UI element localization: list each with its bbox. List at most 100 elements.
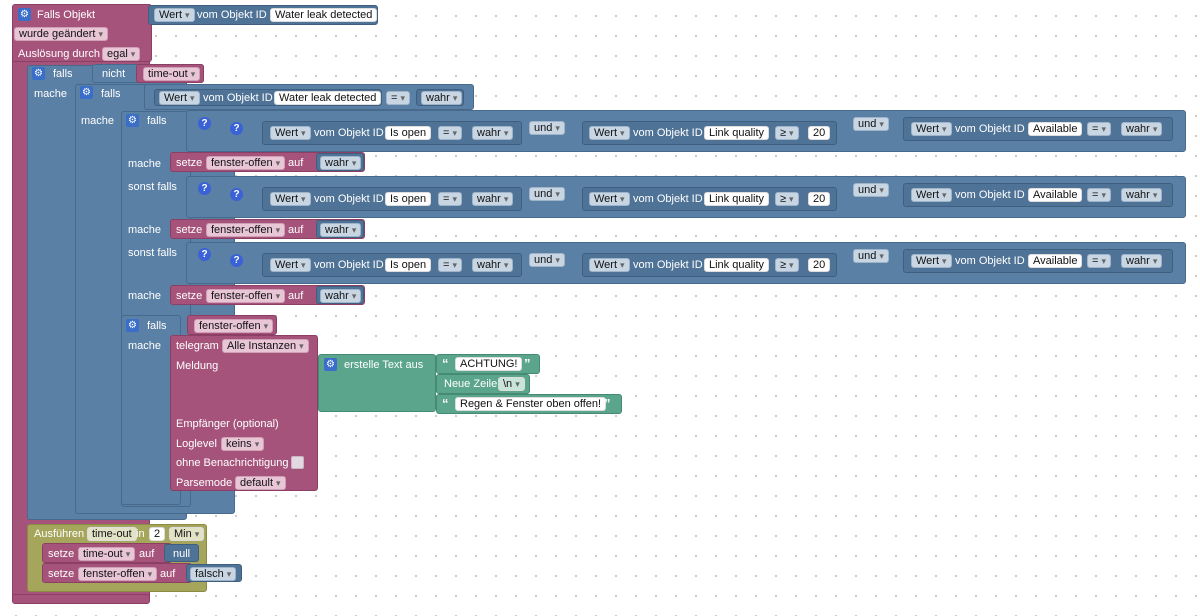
gear-icon[interactable]: ⚙ xyxy=(18,8,31,21)
wahr-dropdown[interactable]: wahr xyxy=(1121,122,1163,136)
wert-dropdown[interactable]: Wert xyxy=(270,192,311,206)
ausloesung-label: Auslösung durch xyxy=(18,48,100,60)
parsemode-label: Parsemode xyxy=(176,477,233,489)
number-field[interactable]: 20 xyxy=(808,258,831,272)
amount-field[interactable]: 2 xyxy=(149,527,166,541)
und-dropdown[interactable]: und xyxy=(529,121,565,135)
gear-icon[interactable]: ⚙ xyxy=(80,86,93,99)
trigger-wert-dropdown[interactable]: Wert xyxy=(154,8,195,22)
var-dropdown[interactable]: fenster-offen xyxy=(206,223,286,237)
help-icon[interactable]: ? xyxy=(230,188,243,201)
wahr-dropdown[interactable]: wahr xyxy=(472,258,514,272)
wahr-dropdown[interactable]: wahr xyxy=(1121,254,1163,268)
object-field[interactable]: Available xyxy=(1028,122,1083,136)
object-field[interactable]: Link quality xyxy=(704,192,770,206)
help-icon[interactable]: ? xyxy=(198,117,211,130)
object-field[interactable]: Available xyxy=(1028,254,1083,268)
vom-objekt-id: vom Objekt ID xyxy=(955,255,1025,267)
timeout-var-dropdown[interactable]: time-out xyxy=(143,67,201,81)
wahr-dropdown[interactable]: wahr xyxy=(320,289,362,303)
trigger-footer xyxy=(12,594,150,604)
text-part-3-field[interactable]: Regen & Fenster oben offen! xyxy=(455,397,607,411)
var-dropdown[interactable]: fenster-offen xyxy=(206,156,286,170)
object-field[interactable]: Link quality xyxy=(704,258,770,272)
sonst-falls-label: sonst falls xyxy=(128,181,177,193)
changed-dropdown[interactable]: wurde geändert xyxy=(14,27,108,41)
und-dropdown[interactable]: und xyxy=(529,253,565,267)
und-dropdown[interactable]: und xyxy=(853,117,889,131)
op-dropdown[interactable]: = xyxy=(1087,122,1111,136)
wert-dropdown[interactable]: Wert xyxy=(270,126,311,140)
wahr-dropdown[interactable]: wahr xyxy=(320,156,362,170)
help-icon[interactable]: ? xyxy=(230,254,243,267)
instances-dropdown[interactable]: Alle Instanzen xyxy=(222,339,309,353)
gear-icon[interactable]: ⚙ xyxy=(32,67,45,80)
op-dropdown[interactable]: = xyxy=(1087,254,1111,268)
object-field[interactable]: Is open xyxy=(385,126,432,140)
quote-close-icon: ” xyxy=(604,396,611,411)
wahr-dropdown[interactable]: wahr xyxy=(1121,188,1163,202)
setze-label: setze xyxy=(176,157,203,169)
trigger-object-field[interactable]: Water leak detected xyxy=(270,8,378,22)
op-dropdown[interactable]: ≥ xyxy=(775,258,799,272)
var-dropdown[interactable]: fenster-offen xyxy=(206,289,286,303)
wert-dropdown[interactable]: Wert xyxy=(589,126,630,140)
parsemode-dropdown[interactable]: default xyxy=(235,476,286,490)
egal-dropdown[interactable]: egal xyxy=(102,47,141,61)
newline-label: Neue Zeile xyxy=(444,378,498,390)
inner-op-dropdown[interactable]: = xyxy=(386,91,410,105)
help-icon[interactable]: ? xyxy=(230,122,243,135)
object-field[interactable]: Is open xyxy=(385,258,432,272)
wert-dropdown[interactable]: Wert xyxy=(911,188,952,202)
gear-icon[interactable]: ⚙ xyxy=(324,358,337,371)
und-dropdown[interactable]: und xyxy=(853,183,889,197)
op-dropdown[interactable]: = xyxy=(1087,188,1111,202)
wahr-dropdown[interactable]: wahr xyxy=(472,126,514,140)
vom-objekt-id: vom Objekt ID xyxy=(955,189,1025,201)
help-icon[interactable]: ? xyxy=(198,248,211,261)
unit-dropdown[interactable]: Min xyxy=(169,527,205,541)
auf-label: auf xyxy=(160,568,176,580)
wert-dropdown[interactable]: Wert xyxy=(911,122,952,136)
ausfuehren-label: Ausführen xyxy=(34,528,85,540)
auf-label: auf xyxy=(139,548,155,560)
wert-dropdown[interactable]: Wert xyxy=(589,192,630,206)
und-dropdown[interactable]: und xyxy=(529,187,565,201)
newline-dropdown[interactable]: \n xyxy=(498,377,525,391)
loglevel-dropdown[interactable]: keins xyxy=(221,437,265,451)
window-var-dropdown[interactable]: fenster-offen xyxy=(194,319,274,333)
object-field[interactable]: Available xyxy=(1028,188,1083,202)
object-field[interactable]: Link quality xyxy=(704,126,770,140)
window-var2-dropdown[interactable]: fenster-offen xyxy=(78,567,158,581)
op-dropdown[interactable]: = xyxy=(438,258,462,272)
null-block[interactable] xyxy=(164,544,199,562)
inner-wahr-dropdown[interactable]: wahr xyxy=(421,91,463,105)
wahr-dropdown[interactable]: wahr xyxy=(320,223,362,237)
object-field[interactable]: Is open xyxy=(385,192,432,206)
op-dropdown[interactable]: = xyxy=(438,126,462,140)
text-part-1-field[interactable]: ACHTUNG! xyxy=(455,357,523,371)
op-dropdown[interactable]: ≥ xyxy=(775,126,799,140)
falsch-dropdown[interactable]: falsch xyxy=(190,567,237,581)
inner-wert-dropdown[interactable]: Wert xyxy=(159,91,200,105)
setze-label: setze xyxy=(176,290,203,302)
number-field[interactable]: 20 xyxy=(808,126,831,140)
wert-dropdown[interactable]: Wert xyxy=(911,254,952,268)
mache-label: mache xyxy=(128,224,162,236)
ohne-checkbox[interactable] xyxy=(291,456,304,469)
inner-object-field[interactable]: Water leak detected xyxy=(274,91,382,105)
text-join-block[interactable] xyxy=(318,354,436,412)
und-dropdown[interactable]: und xyxy=(853,249,889,263)
timeout-var-field[interactable]: time-out xyxy=(87,527,137,541)
op-dropdown[interactable]: ≥ xyxy=(775,192,799,206)
gear-icon[interactable]: ⚙ xyxy=(126,114,139,127)
wert-dropdown[interactable]: Wert xyxy=(270,258,311,272)
timeout-var2-dropdown[interactable]: time-out xyxy=(78,547,136,561)
op-dropdown[interactable]: = xyxy=(438,192,462,206)
gear-icon[interactable]: ⚙ xyxy=(126,319,139,332)
number-field[interactable]: 20 xyxy=(808,192,831,206)
wert-dropdown[interactable]: Wert xyxy=(589,258,630,272)
ohne-label: ohne Benachrichtigung xyxy=(176,457,289,469)
wahr-dropdown[interactable]: wahr xyxy=(472,192,514,206)
help-icon[interactable]: ? xyxy=(198,182,211,195)
